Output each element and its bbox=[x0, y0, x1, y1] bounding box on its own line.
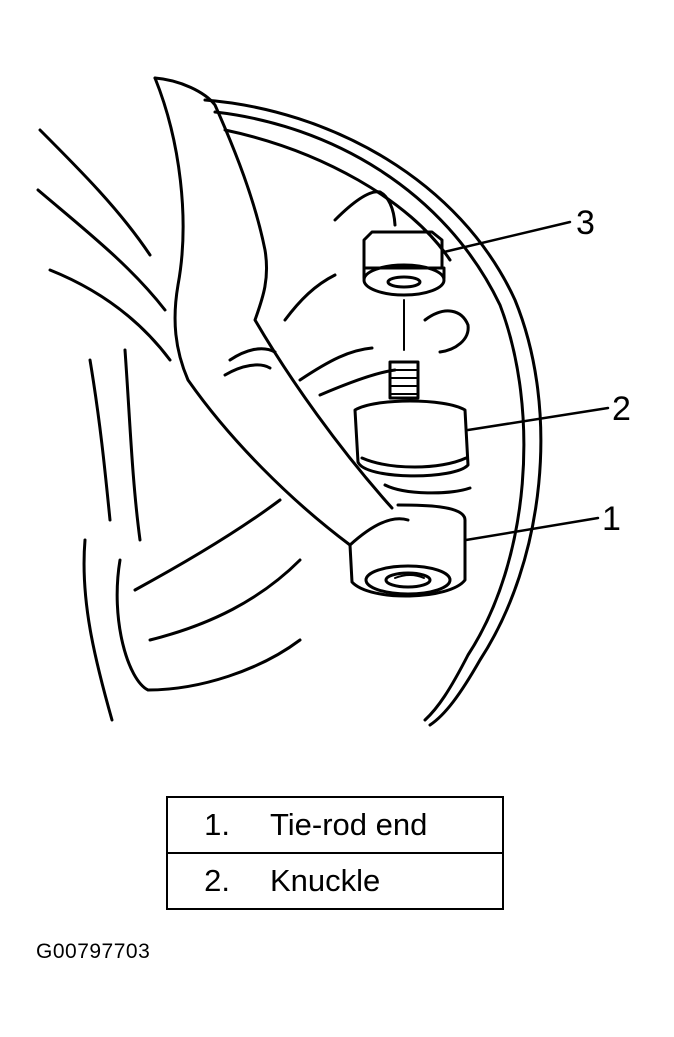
panel-line-4 bbox=[318, 368, 397, 397]
frame-line-3 bbox=[48, 268, 172, 362]
callout-2: 2 bbox=[612, 390, 631, 428]
callout-3: 3 bbox=[576, 204, 595, 242]
frame-line-6 bbox=[82, 538, 114, 722]
shield-inner-arc bbox=[213, 110, 526, 722]
threaded-stud bbox=[388, 360, 420, 400]
legend-row: 2. Knuckle bbox=[166, 852, 504, 910]
legend-row: 1. Tie-rod end bbox=[166, 796, 504, 854]
knuckle-arm-detail bbox=[228, 347, 277, 362]
nut-hole bbox=[386, 275, 422, 289]
knuckle-arm-upper bbox=[153, 76, 394, 510]
callout-1: 1 bbox=[602, 500, 621, 538]
knuckle-boss-ring-2 bbox=[383, 483, 472, 495]
panel-line-5 bbox=[423, 309, 470, 354]
frame-line-7 bbox=[115, 558, 302, 692]
tie-rod-end-base bbox=[364, 564, 452, 596]
legend-label: Knuckle bbox=[270, 863, 381, 898]
knuckle-boss bbox=[353, 399, 470, 478]
legend-table: 1. Tie-rod end 2. Knuckle bbox=[166, 796, 504, 910]
knuckle-arm-tip bbox=[348, 517, 410, 547]
legend-label: Tie-rod end bbox=[270, 807, 428, 842]
frame-line-5 bbox=[123, 348, 142, 542]
knuckle-arm-lower bbox=[153, 76, 352, 547]
legend-cell: 1. Tie-rod end bbox=[166, 796, 504, 854]
frame-line-1 bbox=[38, 128, 152, 257]
tie-rod-diagram: 3 2 1 bbox=[36, 76, 631, 727]
panel-line-3 bbox=[298, 346, 374, 382]
leader-line-3 bbox=[442, 220, 572, 254]
leader-line-1 bbox=[464, 516, 600, 542]
nut-bottom-face bbox=[362, 263, 446, 297]
panel-line-1 bbox=[333, 190, 397, 227]
frame-line-8 bbox=[148, 558, 302, 642]
legend-number: 2. bbox=[204, 863, 230, 898]
tie-rod-end-seal bbox=[384, 571, 432, 589]
frame-line-4 bbox=[88, 358, 112, 522]
shield-outer-arc bbox=[203, 98, 543, 727]
tie-rod-end-body bbox=[348, 503, 467, 598]
panel-line-2 bbox=[283, 273, 337, 322]
knuckle-boss-ring bbox=[360, 456, 468, 469]
shield-rim-arc bbox=[223, 128, 452, 262]
leader-line-2 bbox=[466, 406, 610, 432]
legend-cell: 2. Knuckle bbox=[166, 852, 504, 910]
frame-line-2 bbox=[36, 188, 167, 312]
figure-id: G00797703 bbox=[36, 940, 151, 963]
legend-number: 1. bbox=[204, 807, 230, 842]
frame-line-9 bbox=[133, 498, 282, 592]
knuckle-arm-detail-2 bbox=[223, 363, 272, 377]
